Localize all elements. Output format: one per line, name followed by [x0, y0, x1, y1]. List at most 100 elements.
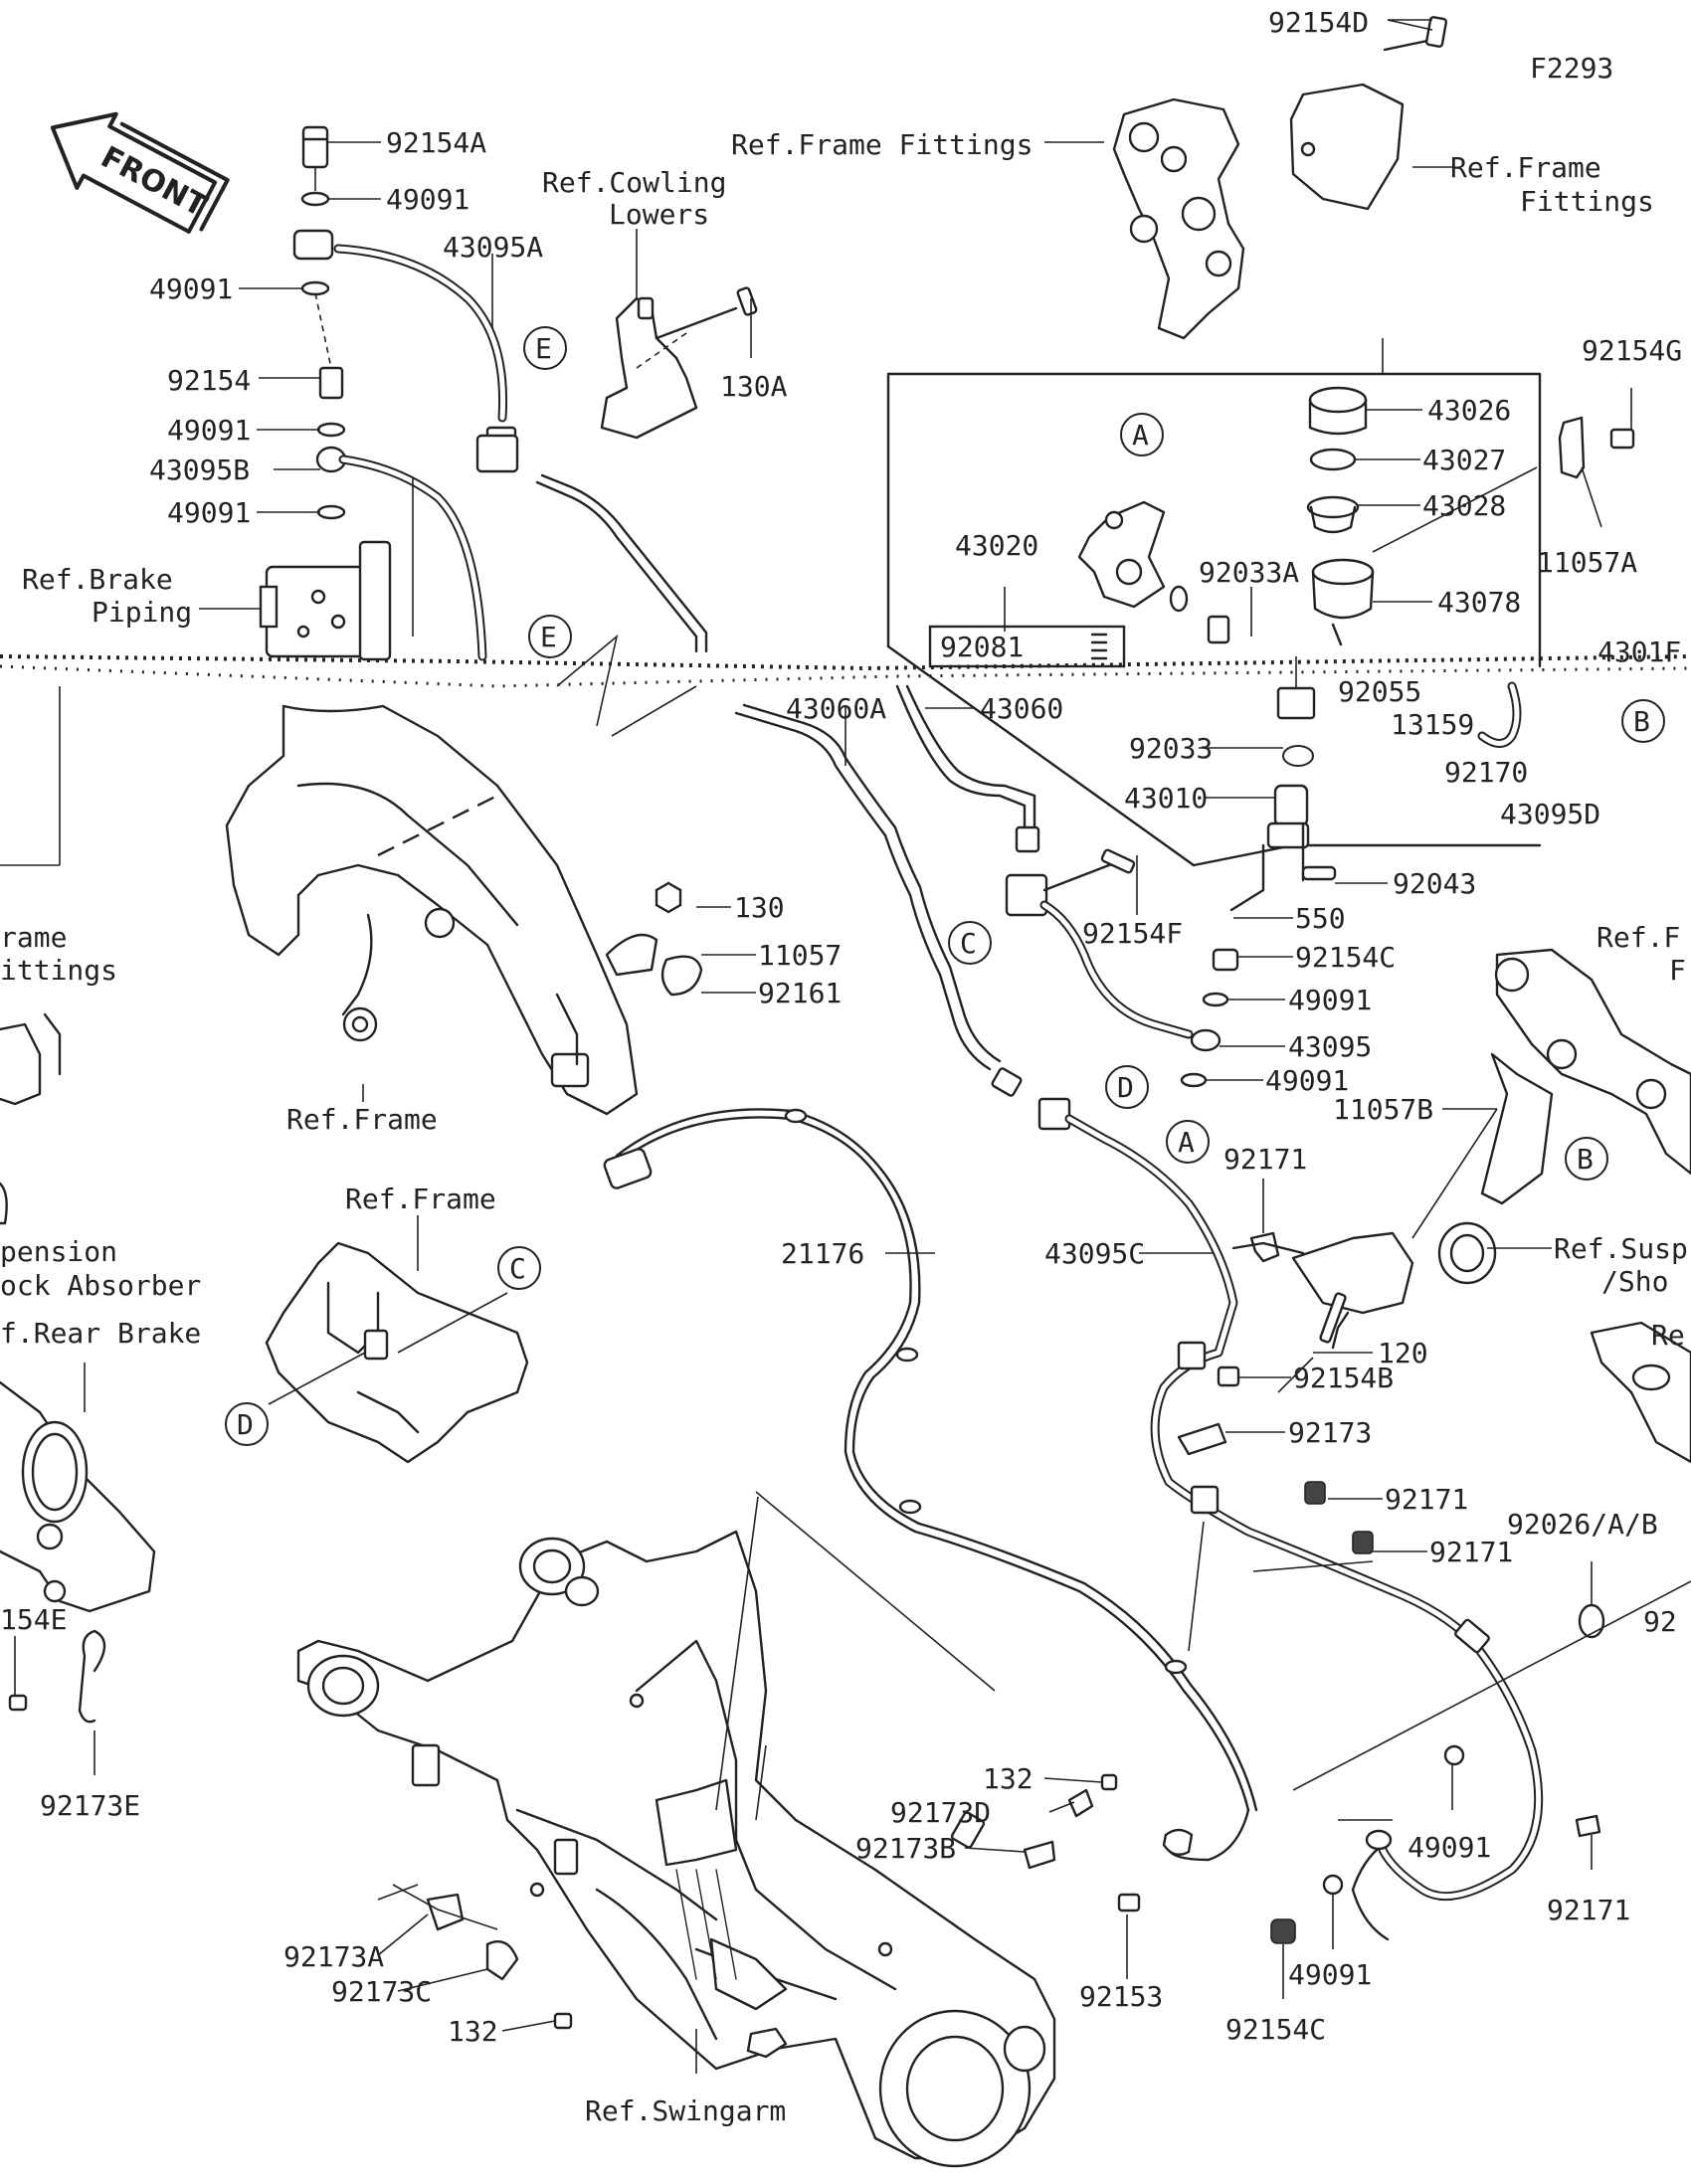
pushrod-43010 [1229, 745, 1337, 912]
part-label: pension [0, 1235, 117, 1268]
part-label: F [1669, 954, 1686, 987]
part-label: 92081 [940, 631, 1024, 663]
part-label: 92154F [1082, 917, 1183, 950]
front-arrow-icon: FRONT [50, 111, 230, 234]
part-label: 92171 [1547, 1894, 1630, 1926]
banjo-stack-right [1180, 948, 1239, 1088]
part-label: Ref.Cowling [542, 166, 726, 199]
hose-43095A [333, 244, 517, 465]
part-label: 43027 [1422, 444, 1506, 476]
frame-fittings-bracket [1112, 16, 1448, 340]
cowling-bracket [600, 286, 758, 440]
callout-a-2: A [1166, 1120, 1210, 1164]
hose-43095C [1037, 1097, 1544, 1941]
part-label: rame [0, 921, 67, 954]
part-label: 92033 [1129, 732, 1213, 765]
part-label: 49091 [1288, 1958, 1372, 1991]
brake-pipe-43060 [895, 684, 1040, 853]
part-label: 154E [0, 1603, 67, 1636]
part-label: 92171 [1223, 1143, 1307, 1176]
reservoir-parts [1306, 386, 1375, 646]
part-label: 21176 [781, 1237, 864, 1270]
part-label: 92171 [1385, 1483, 1468, 1516]
part-label: ittings [0, 954, 117, 987]
part-label: 43020 [955, 529, 1038, 562]
part-label: 92173E [40, 1789, 140, 1822]
part-label: 43060 [980, 692, 1063, 725]
frame-subassembly [225, 704, 639, 1116]
part-label: 92173D [890, 1796, 991, 1829]
callout-e-1: E [523, 326, 567, 370]
part-label: Ref.F [1597, 921, 1680, 954]
junction-block-c [1005, 848, 1194, 1039]
part-label: 92173 [1288, 1416, 1372, 1449]
callout-d-2: D [225, 1402, 269, 1446]
scan-artifact-band [0, 654, 1691, 688]
part-label: Ref.Frame Fittings [731, 128, 1033, 161]
part-label: Re [1651, 1319, 1685, 1352]
part-label: 49091 [167, 414, 251, 447]
part-label: 92173C [331, 1975, 432, 2008]
part-label: 92033A [1199, 556, 1299, 589]
part-label: 92 [1643, 1605, 1677, 1638]
part-label: Ref.Brake [22, 563, 173, 596]
part-label: 43095A [443, 231, 543, 264]
left-edge-parts [0, 686, 156, 1724]
part-label: 92154A [386, 126, 486, 159]
callout-c-2: C [497, 1246, 541, 1290]
part-label: 92154B [1293, 1362, 1394, 1394]
part-label: 43095C [1044, 1237, 1145, 1270]
part-label: 92154D [1268, 6, 1369, 39]
diagram-leader-lines [377, 1357, 1691, 1930]
part-label: 92154G [1582, 334, 1682, 367]
part-label: 11057A [1537, 546, 1637, 579]
part-label: 4301F [1597, 636, 1681, 668]
part-label: 43095 [1288, 1030, 1372, 1063]
part-label: 130A [720, 370, 788, 403]
part-label: 92170 [1444, 756, 1528, 789]
callout-d-1: D [1105, 1065, 1149, 1109]
part-label: 43010 [1124, 782, 1208, 815]
diagram-code: F2293 [1530, 52, 1613, 85]
callout-letter: D [237, 1408, 254, 1441]
callout-letter: D [1117, 1071, 1134, 1104]
callout-a-1: A [1120, 413, 1164, 456]
part-label: 92154 [167, 364, 251, 397]
part-label: 49091 [386, 183, 470, 216]
frame-e-leaders [377, 477, 697, 857]
master-cylinder-box [886, 338, 1542, 867]
part-label: f.Rear Brake [0, 1317, 201, 1350]
part-label: 92154C [1225, 2013, 1326, 2046]
part-label: 92173A [283, 1940, 384, 1973]
hose-43095D [1477, 681, 1522, 748]
part-label: 92055 [1338, 675, 1421, 708]
brake-pipe-43060A [734, 703, 1023, 1097]
part-label: Ref.Frame [1450, 151, 1601, 184]
part-label: 43060A [786, 692, 886, 725]
frame-detail-lower [265, 1241, 529, 1464]
part-label: 132 [448, 2015, 498, 2048]
part-label: Ref.Swingarm [585, 2094, 786, 2127]
callout-letter: C [509, 1252, 526, 1285]
part-label: 49091 [1265, 1064, 1349, 1097]
part-label: 49091 [149, 273, 233, 305]
abs-unit [259, 540, 392, 661]
part-label: 550 [1295, 902, 1346, 935]
part-label: 43095D [1500, 798, 1600, 830]
callout-letter: A [1178, 1126, 1195, 1159]
callout-c-1: C [948, 921, 992, 965]
master-cylinder-body [1077, 500, 1316, 720]
part-label: 132 [983, 1762, 1033, 1795]
rear-shock-right [1231, 1221, 1497, 1350]
part-label: Ref.Frame [286, 1103, 438, 1136]
part-label: 92171 [1429, 1536, 1513, 1568]
callout-letter: B [1577, 1143, 1594, 1176]
master-fitting-stack [292, 125, 347, 520]
part-label: 49091 [167, 496, 251, 529]
part-label: Ref.Frame [345, 1183, 496, 1215]
part-label: /Sho [1601, 1265, 1668, 1298]
part-label: 43026 [1427, 394, 1511, 427]
label-leaders [14, 19, 1632, 2074]
part-label: 49091 [1288, 984, 1372, 1016]
